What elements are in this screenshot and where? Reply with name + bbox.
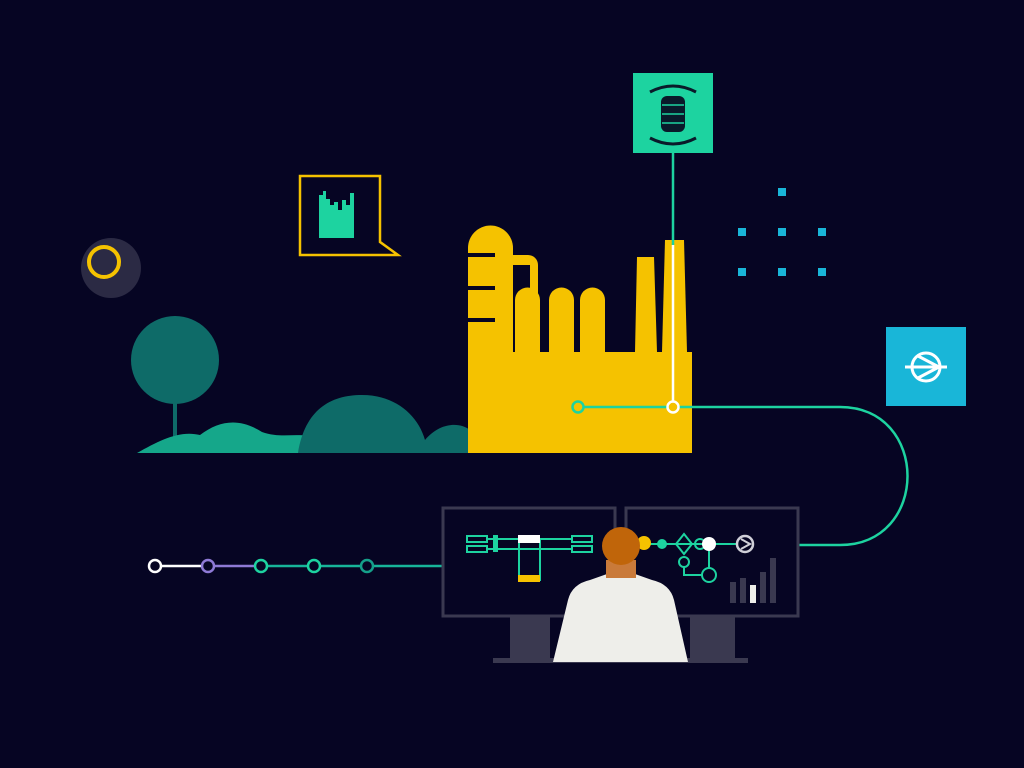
tree — [131, 316, 219, 404]
landscape — [131, 316, 470, 453]
node — [571, 400, 585, 414]
pump-icon — [886, 327, 966, 406]
mound — [298, 395, 470, 453]
mini-bar-chart — [730, 558, 776, 603]
dot-grid — [738, 188, 826, 276]
factory-illustration — [466, 225, 692, 453]
operator-illustration — [553, 527, 688, 662]
database-sync-icon — [633, 73, 713, 153]
sun-icon — [81, 238, 141, 298]
node — [666, 400, 680, 414]
hills — [137, 422, 330, 453]
bar-chart-callout-icon — [298, 174, 402, 257]
flow-line — [583, 405, 909, 547]
timeline — [147, 558, 442, 574]
